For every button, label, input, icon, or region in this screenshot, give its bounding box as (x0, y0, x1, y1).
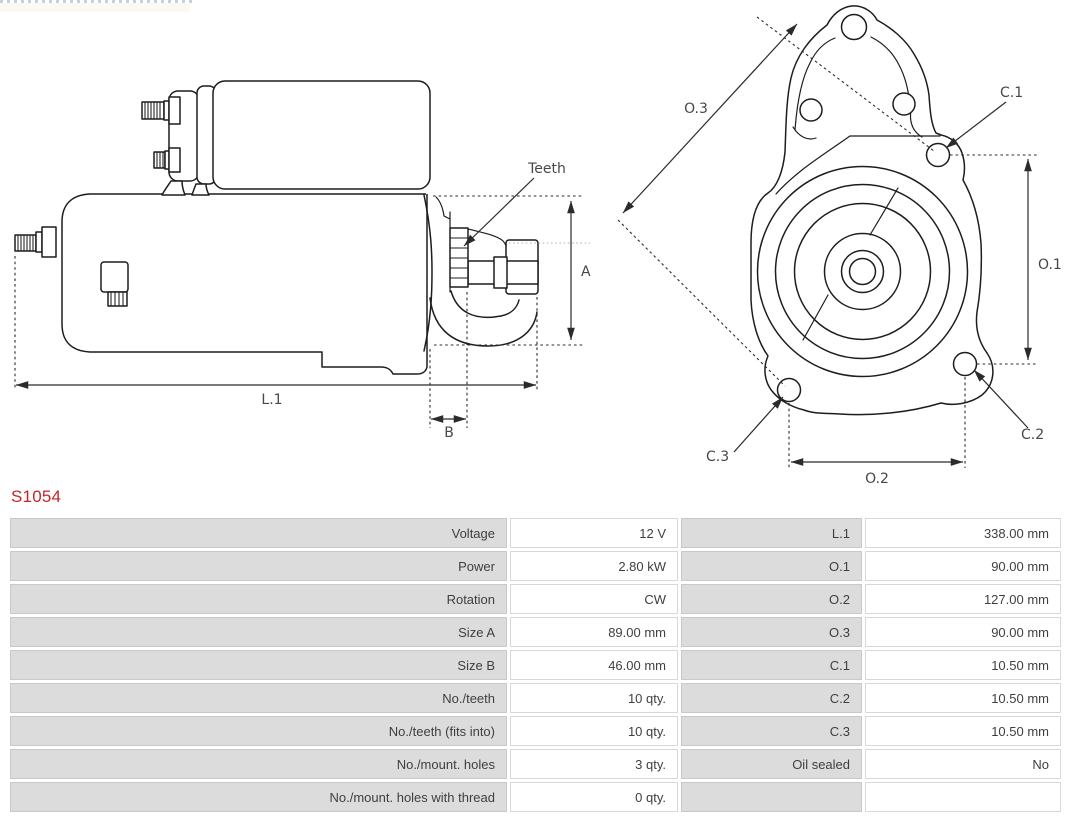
dimension-a: A (433, 195, 591, 346)
dimension-teeth-callout: Teeth (463, 161, 566, 247)
spec-value-cell: 10.50 mm (865, 650, 1061, 680)
spec-value-cell (865, 782, 1061, 812)
dimension-o3: O.3 (617, 16, 935, 387)
housing-upper-web (467, 228, 508, 253)
spec-label-cell: No./teeth (fits into) (10, 716, 507, 746)
spec-value-cell: 3 qty. (510, 749, 678, 779)
mount-face-edge (423, 194, 433, 352)
spec-value-cell: 10.50 mm (865, 716, 1061, 746)
spec-label-cell: C.3 (681, 716, 862, 746)
spec-value-cell: No (865, 749, 1061, 779)
front-silhouette (750, 5, 994, 416)
spec-value-cell: 46.00 mm (510, 650, 678, 680)
spec-label-cell: No./teeth (10, 683, 507, 713)
starter-motor-technical-drawing: Teeth A L.1 B (14, 5, 1062, 487)
spec-label-cell: No./mount. holes with thread (10, 782, 507, 812)
dimension-o1: O.1 (950, 154, 1062, 365)
spec-label-cell: Rotation (10, 584, 507, 614)
flange-circles (756, 165, 969, 378)
terminal-stud-upper (141, 96, 181, 125)
side-view-drawing: Teeth A L.1 B (14, 80, 591, 441)
table-row: No./mount. holes with thread 0 qty. (10, 782, 1061, 812)
label-dim-o1: O.1 (1038, 257, 1062, 273)
label-dim-c2: C.2 (1021, 427, 1044, 443)
solenoid-tube (212, 80, 431, 190)
drive-end-housing (429, 196, 590, 347)
housing-neck (435, 196, 451, 220)
spec-label-cell: O.3 (681, 617, 862, 647)
spec-value-cell: CW (510, 584, 678, 614)
spec-value-cell: 12 V (510, 518, 678, 548)
motor-body (61, 193, 428, 375)
mount-hole-c3 (776, 377, 802, 403)
table-row: No./teeth 10 qty. C.2 10.50 mm (10, 683, 1061, 713)
dimension-c3-callout: C.3 (706, 396, 784, 465)
label-dim-b: B (444, 425, 454, 441)
spec-value-cell: 90.00 mm (865, 617, 1061, 647)
part-number: S1054 (11, 487, 62, 506)
spec-value-cell: 2.80 kW (510, 551, 678, 581)
logo-watermark-fragment (0, 0, 196, 3)
label-dim-a: A (581, 264, 591, 280)
label-dim-c1: C.1 (1000, 85, 1023, 101)
label-dim-o2: O.2 (865, 471, 889, 487)
body-bracket (100, 261, 129, 307)
table-row: No./mount. holes 3 qty. Oil sealed No (10, 749, 1061, 779)
spec-label-cell: O.1 (681, 551, 862, 581)
bell-hole-left (799, 98, 823, 122)
spec-value-cell: 127.00 mm (865, 584, 1061, 614)
spoke-lower-left (802, 294, 829, 341)
dimension-l1: L.1 (14, 256, 538, 428)
label-dim-l1: L.1 (261, 392, 282, 408)
bell-inner-left (794, 37, 836, 131)
spec-label-cell: No./mount. holes (10, 749, 507, 779)
housing-lower-inner (450, 290, 520, 319)
terminal-stud-lower (153, 147, 181, 173)
bell-hole-top (840, 13, 868, 41)
table-row: No./teeth (fits into) 10 qty. C.3 10.50 … (10, 716, 1061, 746)
spec-label-cell (681, 782, 862, 812)
mount-hole-c2 (952, 351, 978, 377)
label-teeth: Teeth (527, 161, 566, 177)
table-row: Rotation CW O.2 127.00 mm (10, 584, 1061, 614)
table-row: Power 2.80 kW O.1 90.00 mm (10, 551, 1061, 581)
front-view-drawing: O.3 C.1 O.1 C.2 C.3 (617, 5, 1062, 487)
dimension-b: B (430, 415, 467, 441)
spec-label-cell: Size B (10, 650, 507, 680)
spec-label-cell: C.1 (681, 650, 862, 680)
logo-watermark-fragment-2 (0, 3, 190, 12)
spec-label-cell: Oil sealed (681, 749, 862, 779)
dimension-c2-callout: C.2 (973, 369, 1044, 443)
solenoid-foot-left (161, 180, 186, 196)
spec-value-cell: 338.00 mm (865, 518, 1061, 548)
spec-value-cell: 10 qty. (510, 716, 678, 746)
label-dim-o3: O.3 (684, 101, 708, 117)
label-dim-c3: C.3 (706, 449, 729, 465)
dimension-o2: O.2 (788, 377, 966, 487)
spec-value-cell: 10.50 mm (865, 683, 1061, 713)
table-row: Size A 89.00 mm O.3 90.00 mm (10, 617, 1061, 647)
housing-lower-outer (429, 297, 538, 347)
spec-table: Voltage 12 V L.1 338.00 mm Power 2.80 kW… (7, 515, 1064, 815)
spec-value-cell: 10 qty. (510, 683, 678, 713)
spec-value-cell: 0 qty. (510, 782, 678, 812)
spoke-upper-right (869, 187, 899, 236)
table-row: Size B 46.00 mm C.1 10.50 mm (10, 650, 1061, 680)
spec-label-cell: Power (10, 551, 507, 581)
pinion-gear (449, 211, 469, 293)
spec-label-cell: Voltage (10, 518, 507, 548)
spec-value-cell: 90.00 mm (865, 551, 1061, 581)
dimension-c1-callout: C.1 (945, 85, 1023, 149)
spec-value-cell: 89.00 mm (510, 617, 678, 647)
spec-label-cell: L.1 (681, 518, 862, 548)
spec-label-cell: O.2 (681, 584, 862, 614)
shaft-collar (493, 256, 508, 289)
mount-hole-c1 (925, 142, 951, 168)
bell-hole-right (892, 92, 916, 116)
spec-label-cell: Size A (10, 617, 507, 647)
body-terminal-stud (14, 226, 57, 258)
solenoid-foot-right (191, 183, 210, 196)
table-row: Voltage 12 V L.1 338.00 mm (10, 518, 1061, 548)
spec-label-cell: C.2 (681, 683, 862, 713)
